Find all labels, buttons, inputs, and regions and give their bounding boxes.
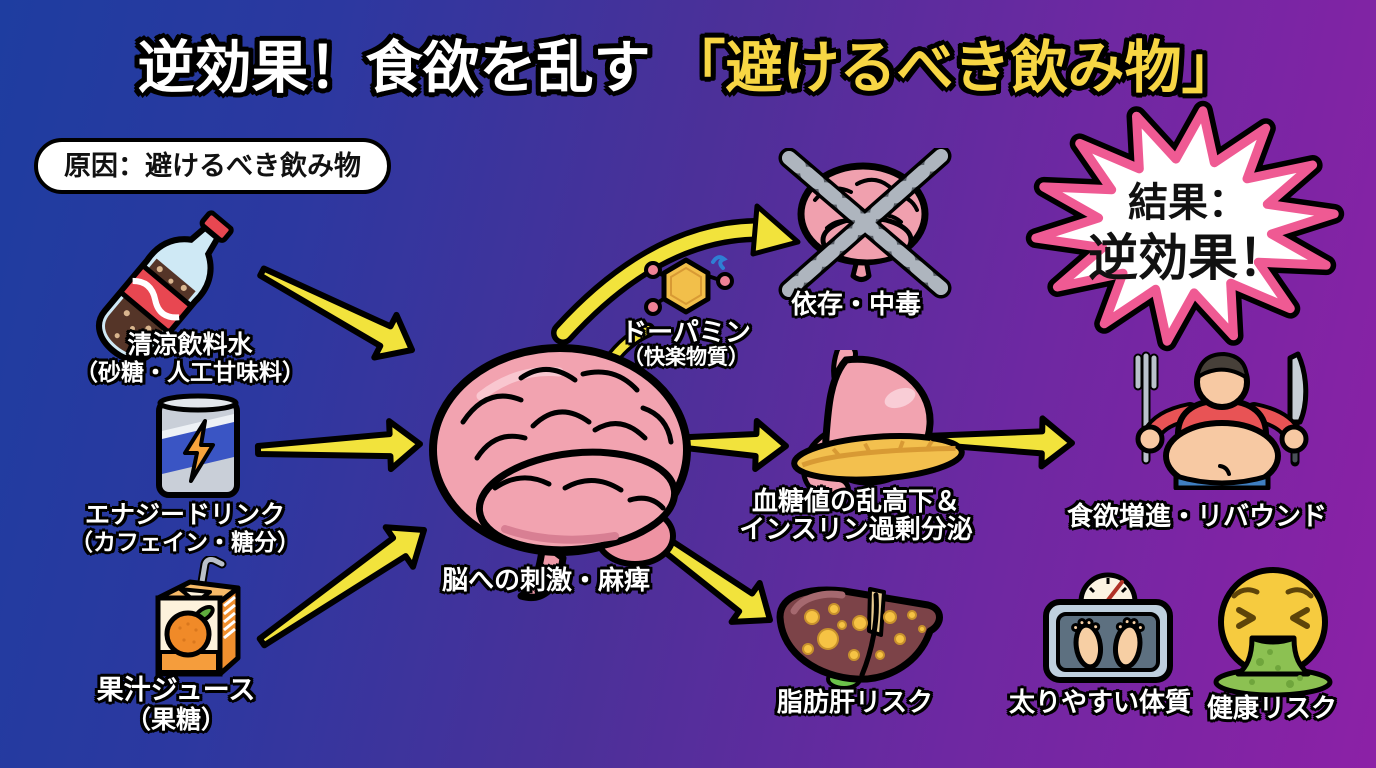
- cola-label: 清涼飲料水: [127, 331, 253, 359]
- brain-icon: [425, 338, 695, 603]
- health-caption: 健康リスク: [1206, 693, 1338, 723]
- fatty-liver-icon: [772, 583, 954, 691]
- energy-sublabel: （カフェイン・糖分）: [70, 529, 300, 555]
- title-prefix: 逆効果！食欲を乱す: [137, 36, 651, 100]
- arrow-juice-to-brain: [256, 524, 427, 649]
- addiction-caption: 依存・中毒: [790, 289, 922, 319]
- result-starburst: [1025, 100, 1345, 352]
- arrow-cola-to-brain: [257, 265, 415, 361]
- arrow-energy-to-brain: [254, 418, 423, 473]
- curved-arrow-brain-to-addiction: [551, 203, 801, 345]
- brain-caption: 脳への刺激・麻痺: [441, 565, 651, 595]
- fatty-liver-caption: 脂肪肝リスク: [776, 687, 934, 717]
- chains: [778, 148, 952, 300]
- appetite-caption: 食欲増進・リバウンド: [1066, 501, 1328, 531]
- juice-sublabel: （果糖）: [125, 706, 227, 734]
- weight-scale-icon: [1038, 566, 1178, 686]
- arrow-stomach-to-person: [921, 415, 1075, 470]
- page-title: 逆効果！食欲を乱す 「避けるべき飲み物」: [0, 22, 1376, 104]
- dopamine-sublabel: （快楽物質）: [623, 346, 749, 369]
- result-line2: 逆効果！: [1088, 230, 1288, 286]
- result-line1: 結果：: [1128, 181, 1248, 225]
- cause-badge: 原因：避けるべき飲み物: [34, 138, 391, 194]
- body-type-caption: 太りやすい体質: [1008, 687, 1192, 717]
- juice-box-icon: [138, 556, 256, 684]
- overeating-person-icon: [1112, 342, 1332, 490]
- stomach-pancreas-icon: [780, 350, 965, 500]
- energy-label: エナジードリンク: [84, 501, 286, 529]
- blood-sugar-caption-line2: インスリン過剰分泌: [739, 514, 973, 544]
- energy-drink-icon: [153, 391, 245, 501]
- chained-brain-icon: [775, 148, 955, 300]
- cola-bottle-icon: [72, 188, 260, 386]
- title-highlight: 「避けるべき飲み物」: [668, 36, 1239, 100]
- juice-label: 果汁ジュース: [96, 675, 256, 705]
- fork-icon: [1133, 351, 1159, 465]
- dopamine-label: ドーパミン: [621, 317, 751, 347]
- dopamine-molecule-icon: [641, 250, 737, 322]
- blood-sugar-caption-line1: 血糖値の乱高下＆: [751, 486, 961, 516]
- cola-sublabel: （砂糖・人工甘味料）: [75, 359, 305, 385]
- nausea-emoji-icon: [1212, 566, 1334, 698]
- feet: [1071, 617, 1145, 670]
